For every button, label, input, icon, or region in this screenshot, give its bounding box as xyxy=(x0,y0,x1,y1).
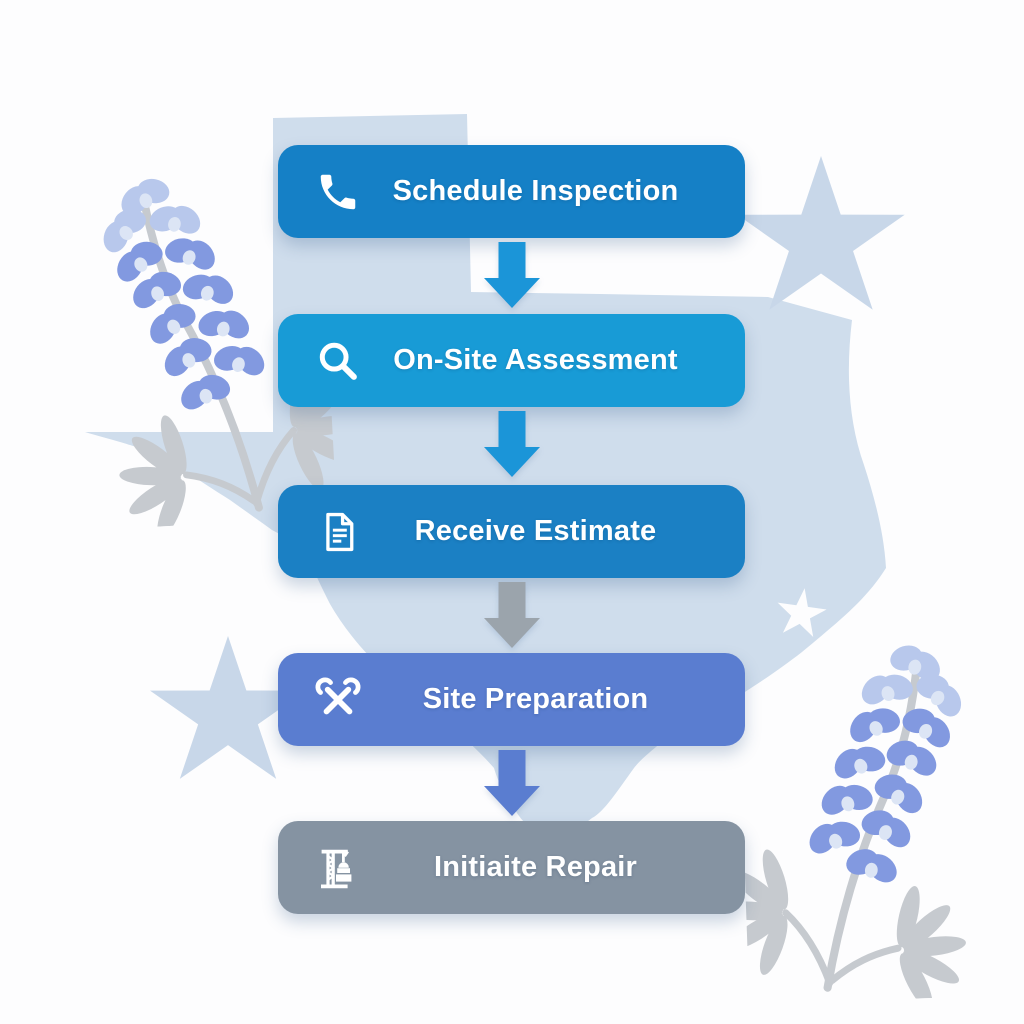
star-decoration-top-right xyxy=(737,156,905,310)
flow-step-1[interactable]: Schedule Inspection xyxy=(278,145,745,238)
arrow-down-icon xyxy=(483,242,540,308)
flow-connector-3 xyxy=(278,578,745,653)
flow-step-label: Receive Estimate xyxy=(414,515,657,547)
arrow-down-icon xyxy=(483,582,540,648)
bluebonnet-flower-bottom-right xyxy=(733,614,1006,1005)
flow-step-3[interactable]: Receive Estimate xyxy=(278,485,745,578)
flow-step-label: On-Site Assessment xyxy=(393,344,678,376)
flow-column: Schedule Inspection On-Site Assessment R… xyxy=(278,145,745,914)
flow-connector-1 xyxy=(278,238,745,314)
flow-step-4[interactable]: Site Preparation xyxy=(278,653,745,746)
map-star-cutout xyxy=(777,588,827,637)
star-decoration-left xyxy=(150,636,306,779)
document-icon xyxy=(314,508,362,556)
arrow-down-icon xyxy=(483,750,540,816)
flow-step-2[interactable]: On-Site Assessment xyxy=(278,314,745,407)
crossed-tools-icon xyxy=(314,676,362,724)
magnifier-icon xyxy=(314,337,362,385)
flow-step-5[interactable]: Initiaite Repair xyxy=(278,821,745,914)
arrow-down-icon xyxy=(483,411,540,477)
crane-icon xyxy=(314,844,362,892)
flow-step-label: Initiaite Repair xyxy=(433,851,638,883)
phone-icon xyxy=(314,168,362,216)
flow-step-label: Schedule Inspection xyxy=(392,175,679,207)
flow-connector-4 xyxy=(278,746,745,821)
flow-connector-2 xyxy=(278,407,745,485)
flow-step-label: Site Preparation xyxy=(422,683,649,715)
